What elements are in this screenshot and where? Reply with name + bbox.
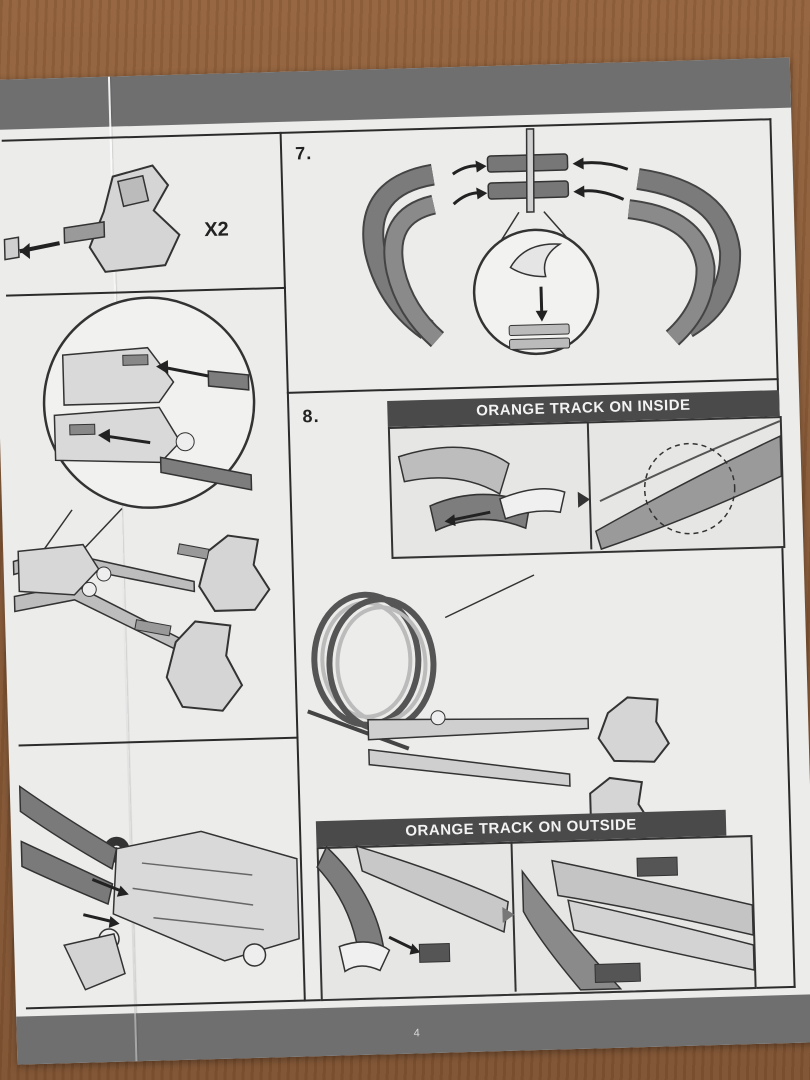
loop-track-icon bbox=[307, 574, 590, 787]
hand-icon bbox=[498, 487, 566, 520]
track-connector-detail bbox=[12, 296, 271, 712]
hand-icon bbox=[338, 941, 391, 973]
step-7-diagram bbox=[362, 128, 742, 356]
instruction-sheet: 4 X2 bbox=[0, 57, 810, 1065]
launcher-icon bbox=[3, 164, 181, 273]
outside-detail-diagram bbox=[316, 841, 755, 992]
track-join-detail bbox=[18, 784, 300, 991]
inside-detail-diagram bbox=[397, 420, 783, 551]
step-8-label: 8. bbox=[302, 405, 320, 427]
instruction-grid: X2 bbox=[1, 118, 796, 1010]
